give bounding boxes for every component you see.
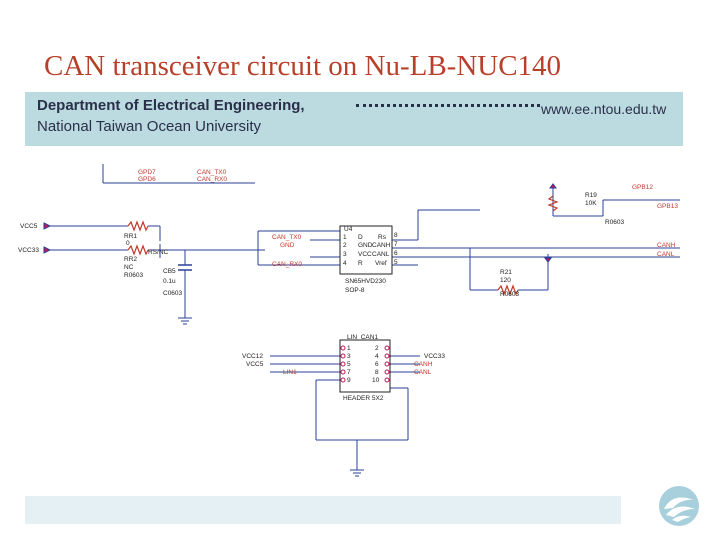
u4-part: SN65HVD230 [345, 278, 386, 285]
pin-label: VCC [358, 251, 372, 258]
pin-label: CANH [372, 242, 391, 249]
pin-number: 3 [343, 251, 347, 258]
pin-number: 4 [375, 353, 379, 360]
pin-number: 5 [347, 361, 351, 368]
net-label: VCC5 [246, 361, 264, 368]
pin-number: 2 [343, 242, 347, 249]
r19-pkg: R0603 [605, 219, 625, 226]
department-name: Department of Electrical Engineering, [37, 97, 305, 114]
pin-number: 1 [343, 234, 347, 241]
cb5-ref: CB5 [163, 268, 176, 275]
dotted-leader [356, 104, 540, 107]
u4-ic-body [339, 225, 393, 275]
r21-pkg: R0603 [500, 291, 520, 298]
net-label: GPD6 [138, 176, 156, 183]
net-label: GPD7 [138, 169, 156, 176]
net-label: LIN1 [283, 369, 297, 376]
net-label: VCC33 [424, 353, 445, 360]
net-label: GND [280, 242, 295, 249]
pin-number: 3 [347, 353, 351, 360]
pin-label: Rs [378, 234, 387, 241]
net-label: GPB13 [657, 203, 678, 210]
ntou-wave-logo-icon [659, 486, 699, 526]
pin-label: R [358, 260, 363, 267]
pin-number: 10 [372, 377, 380, 384]
pin-label: Vref [375, 260, 387, 267]
header-banner [25, 92, 683, 146]
r19-value: 10K [585, 200, 597, 207]
pin-number: 5 [394, 259, 398, 266]
pin-label: GND [358, 242, 373, 249]
header-pin-circles [340, 345, 390, 383]
net-label: CANH [657, 242, 676, 249]
net-label: CAN_RX0 [197, 176, 227, 183]
pin-number: 6 [375, 361, 379, 368]
pin-number: 2 [375, 345, 379, 352]
pin-number: 7 [347, 369, 351, 376]
resistor-symbols [127, 195, 559, 296]
rr2-pkg: R0603 [124, 272, 144, 279]
rr1-value: 0 [126, 240, 130, 247]
net-label: CAN_TX0 [197, 169, 227, 176]
u4-pkg: SOP-8 [345, 287, 365, 294]
rr2-value: NC [124, 264, 134, 271]
pin-label: D [358, 234, 363, 241]
header-pin-numbers: 1 3 5 7 9 2 4 6 8 10 [347, 345, 380, 384]
rr1-ref: RR1 [124, 233, 137, 240]
header-part: HEADER 5X2 [343, 395, 384, 402]
ground-symbols [178, 317, 364, 477]
net-label: VCC5 [20, 223, 38, 230]
cb5-pkg: C0603 [163, 290, 183, 297]
net-label: CANL [414, 369, 432, 376]
pin-number: 8 [375, 369, 379, 376]
pin-number: 1 [347, 345, 351, 352]
net-label: CAN_RX0 [272, 261, 302, 268]
capacitor-symbol [178, 264, 192, 271]
university-name: National Taiwan Ocean University [37, 118, 261, 135]
pin-number: 9 [347, 377, 351, 384]
net-label: CANH [414, 361, 433, 368]
rr2-ref: RR2 [124, 256, 137, 263]
header-title: LIN_CAN1 [347, 334, 378, 341]
net-label: VCC12 [242, 353, 263, 360]
net-label: CAN_TX0 [272, 234, 302, 241]
pin-number: 6 [394, 250, 398, 257]
r21-ref: R21 [500, 269, 512, 276]
website-link[interactable]: www.ee.ntou.edu.tw [541, 101, 667, 117]
pin-label: CANL [372, 251, 390, 258]
cb5-value: 0.1u [163, 278, 176, 285]
footer-bar [25, 496, 621, 524]
r21-value: 120 [500, 277, 511, 284]
net-label: VCC33 [18, 247, 39, 254]
schematic-wires [50, 164, 680, 470]
pin-number: 7 [394, 241, 398, 248]
page-title: CAN transceiver circuit on Nu-LB-NUC140 [44, 50, 562, 82]
u4-ref: U4 [344, 226, 353, 233]
rr2-net: RS/NC [148, 249, 169, 256]
header-body [339, 339, 391, 393]
net-label: GPB12 [632, 184, 653, 191]
net-label: CANL [657, 251, 675, 258]
pin-number: 8 [394, 232, 398, 239]
r19-ref: R19 [585, 192, 597, 199]
power-arrows [43, 183, 557, 263]
pin-number: 4 [343, 260, 347, 267]
